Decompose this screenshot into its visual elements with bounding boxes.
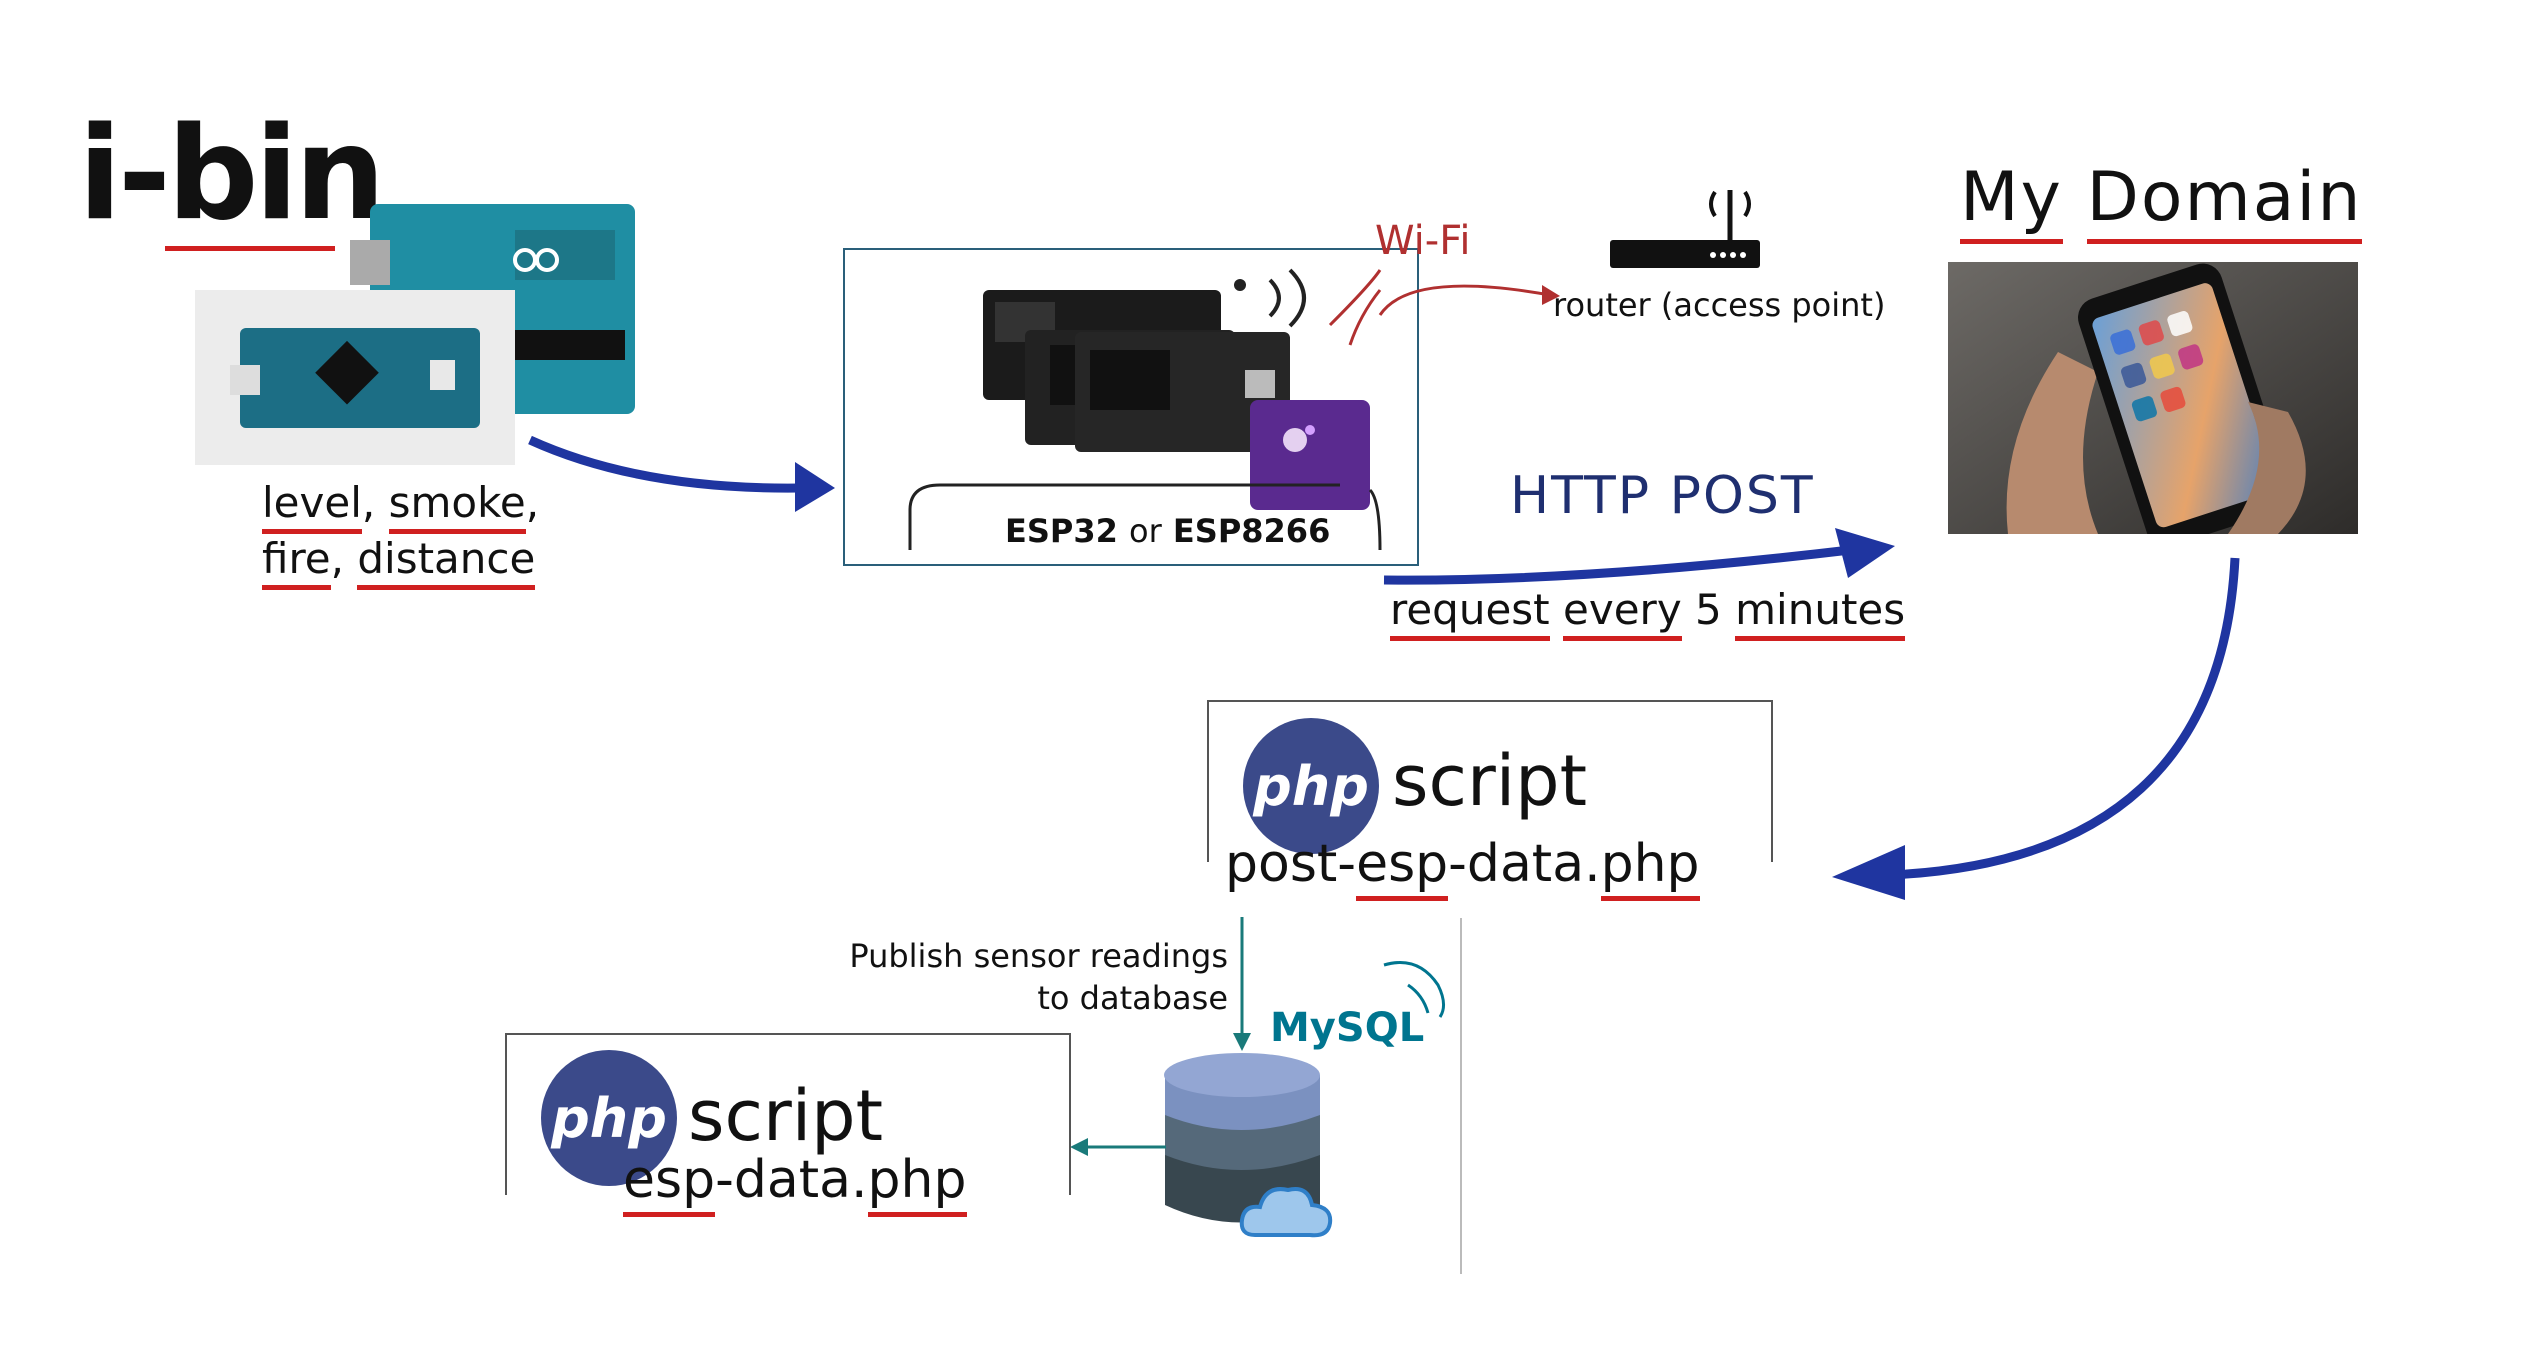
title-underline bbox=[165, 246, 335, 251]
label-fire: fire bbox=[262, 534, 331, 590]
php-script-box-2 bbox=[505, 1033, 1071, 1195]
php-logo-icon: php bbox=[541, 1050, 677, 1186]
arrow-domain-to-php bbox=[1832, 557, 2240, 900]
arrow-arduino-to-esp bbox=[528, 435, 835, 512]
domain-title: My Domain bbox=[1960, 158, 2363, 244]
mysql-label: MySQL bbox=[1270, 1005, 1425, 1051]
router-icon bbox=[1610, 190, 1760, 268]
php-file-name-1: post-esp-data.php bbox=[1225, 834, 1700, 901]
request-label: request every 5 minutes bbox=[1390, 585, 1906, 641]
sensor-labels: level, smoke, fire, distance bbox=[262, 475, 539, 590]
wifi-label: Wi-Fi bbox=[1375, 218, 1471, 264]
http-post-label: HTTP POST bbox=[1510, 466, 1815, 526]
smartphone-icon bbox=[1948, 262, 2358, 534]
label-distance: distance bbox=[357, 534, 536, 590]
diagram-title: i-bin bbox=[78, 100, 386, 249]
esp-board-icon bbox=[908, 268, 1382, 550]
php-script-label-1: script bbox=[1392, 740, 1588, 822]
php-file-name-2: esp-data.php bbox=[623, 1150, 967, 1217]
cloud-icon bbox=[1239, 1187, 1333, 1238]
arrow-publish bbox=[1233, 917, 1251, 1051]
arduino-boards-icon bbox=[195, 204, 635, 465]
label-smoke: smoke bbox=[388, 478, 526, 534]
database-icon bbox=[1164, 1053, 1333, 1238]
php-script-box-1 bbox=[1207, 700, 1773, 862]
esp-label: ESP32 or ESP8266 bbox=[1005, 512, 1331, 550]
php-script-label-2: script bbox=[688, 1075, 884, 1157]
php-logo-icon: php bbox=[1243, 718, 1379, 854]
esp-board-box bbox=[843, 248, 1419, 566]
wifi-arrow bbox=[1328, 269, 1560, 346]
label-level: level bbox=[262, 478, 362, 534]
divider-line bbox=[1460, 918, 1462, 1274]
mysql-dolphin-icon bbox=[1383, 961, 1445, 1018]
arrow-db-to-php bbox=[1070, 1138, 1166, 1156]
router-label: router (access point) bbox=[1553, 286, 1886, 324]
arrow-esp-to-domain bbox=[1383, 528, 1895, 585]
publish-label: Publish sensor readings to database bbox=[849, 937, 1228, 1017]
